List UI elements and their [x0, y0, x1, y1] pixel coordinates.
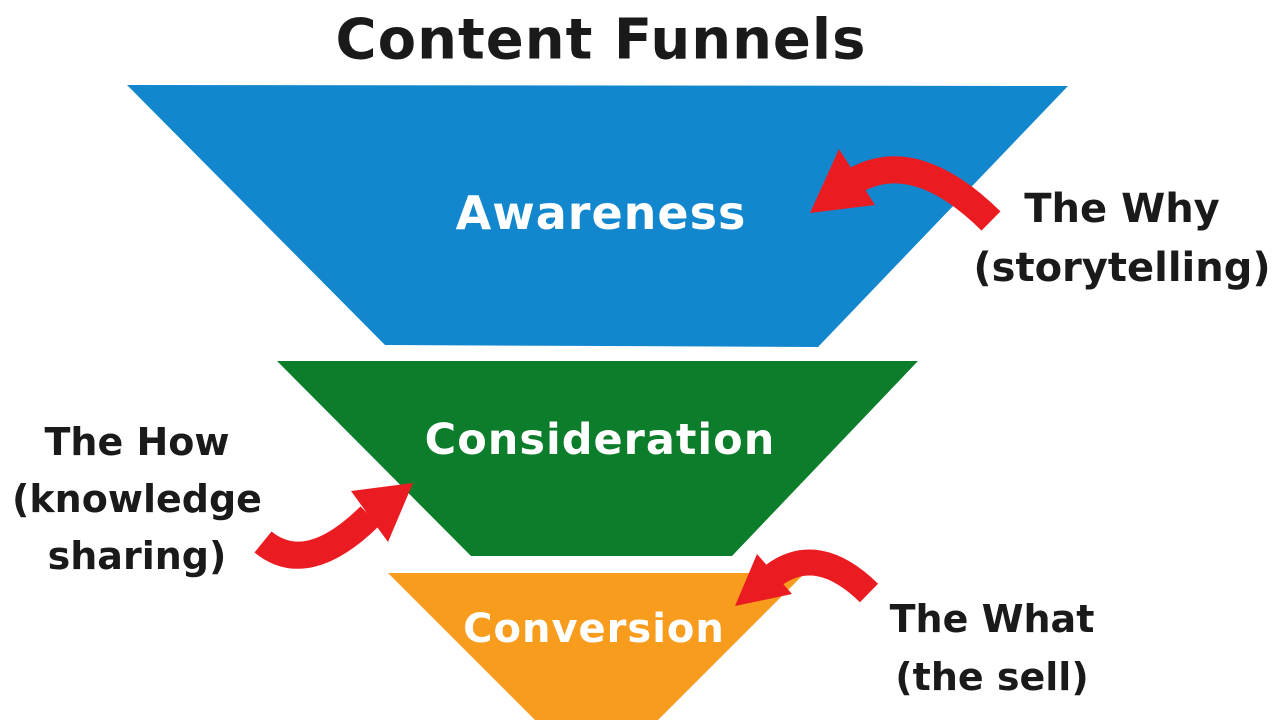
annotation-what-line-1: The What	[889, 597, 1095, 641]
arrow-what-curve	[766, 549, 879, 603]
annotation-why: The Why (storytelling)	[962, 180, 1280, 298]
annotation-how-line-3: sharing)	[47, 534, 227, 578]
annotation-how: The How (knowledge sharing)	[0, 414, 282, 585]
arrow-why-head	[810, 149, 875, 213]
arrow-how-icon	[254, 483, 413, 569]
arrow-what-head	[735, 554, 792, 606]
annotation-why-line-1: The Why	[1024, 186, 1220, 232]
annotation-why-line-2: (storytelling)	[973, 245, 1271, 291]
annotation-what-line-2: (the sell)	[895, 655, 1089, 699]
funnel-label-conversion: Conversion	[463, 606, 725, 652]
annotation-what: The What (the sell)	[848, 590, 1136, 706]
arrow-why-curve	[849, 156, 1001, 231]
annotation-how-line-1: The How	[44, 420, 230, 464]
funnel-layer-awareness	[127, 85, 1068, 347]
funnel-label-consideration: Consideration	[424, 415, 776, 465]
arrow-how-curve	[254, 506, 380, 569]
funnel-layer-conversion	[388, 573, 805, 720]
diagram-title: Content Funnels	[335, 7, 867, 73]
annotation-how-line-2: (knowledge	[12, 477, 262, 521]
funnel-label-awareness: Awareness	[455, 186, 747, 240]
funnel-layer-consideration	[277, 361, 918, 556]
arrow-how-head	[351, 483, 413, 542]
arrow-what-icon	[735, 549, 879, 606]
arrow-why-icon	[810, 149, 1001, 231]
